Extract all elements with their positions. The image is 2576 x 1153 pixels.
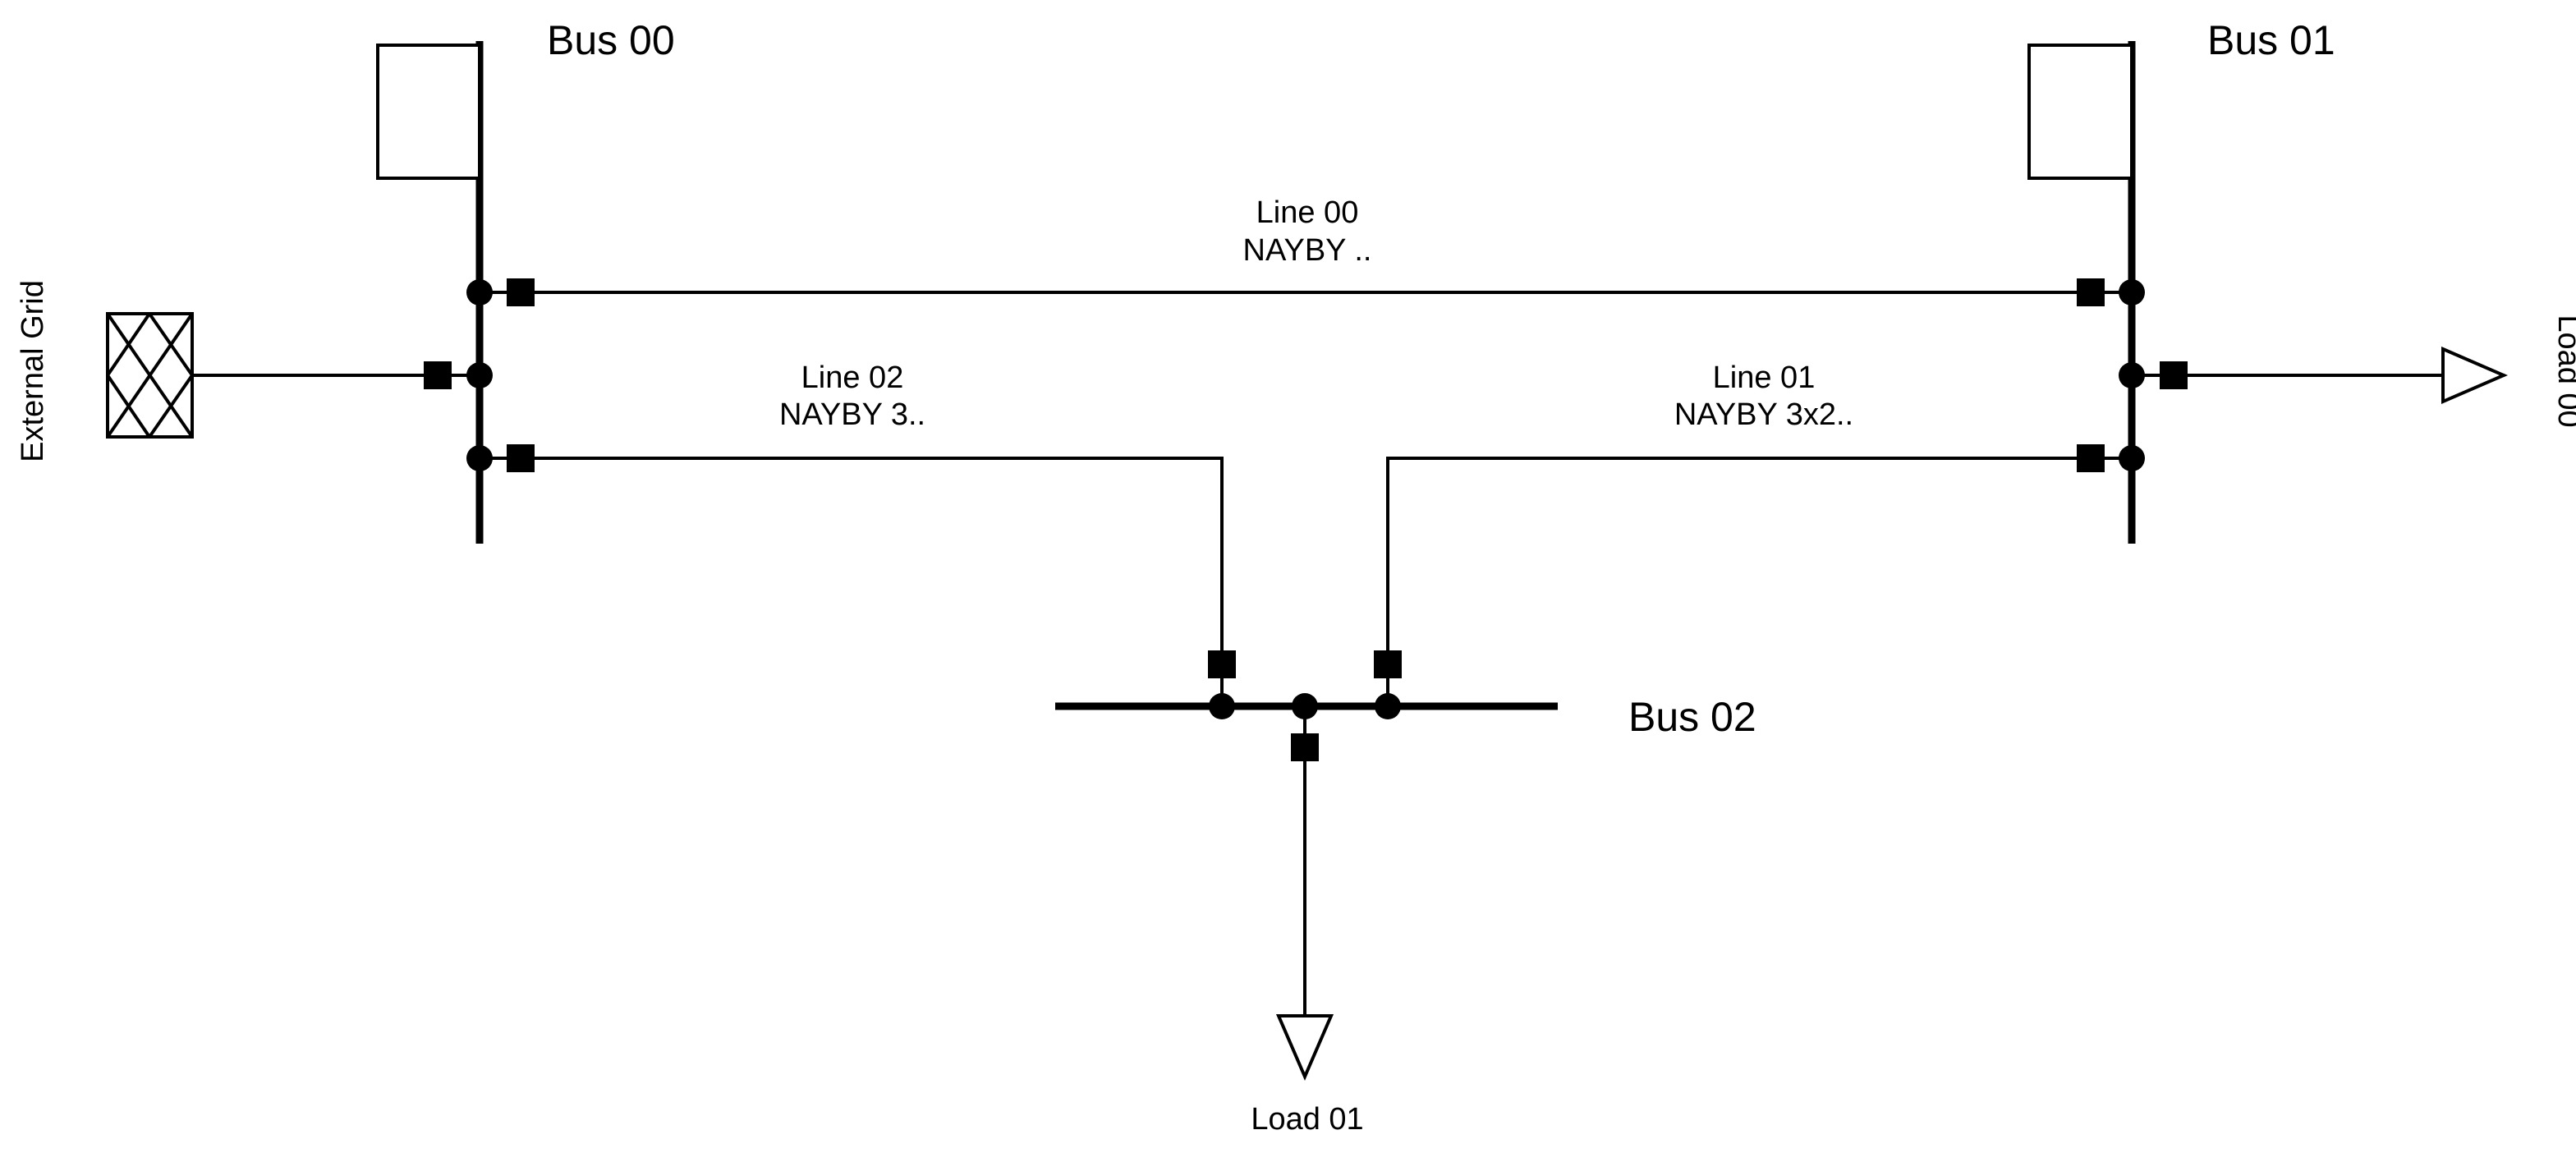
line-02-breaker-bus02[interactable]: [1208, 650, 1236, 678]
external-grid-icon: [106, 312, 194, 439]
external-grid-label: External Grid: [16, 280, 50, 462]
line-02-node-bus00: [466, 445, 493, 471]
line-00-breaker-bus00[interactable]: [507, 278, 535, 306]
line-02-name: Line 02: [801, 361, 904, 395]
line-02[interactable]: Line 02 NAYBY 3..: [466, 361, 1236, 719]
bus-01-marker-box: [2027, 44, 2133, 180]
line-02-type: NAYBY 3..: [779, 397, 925, 432]
external-grid-node: [466, 362, 493, 388]
external-grid[interactable]: External Grid: [16, 280, 493, 462]
line-01-node-bus01: [2119, 445, 2145, 471]
load-01-label: Load 01: [1251, 1102, 1363, 1137]
bus-02[interactable]: Bus 02: [1055, 694, 1756, 740]
line-00-node-bus01: [2119, 279, 2145, 305]
line-01-node-bus02: [1375, 693, 1401, 719]
load-01-icon: [1275, 1014, 1334, 1082]
load-00-breaker[interactable]: [2160, 361, 2188, 389]
load-00-label: Load 00: [2551, 315, 2576, 427]
load-00-node: [2119, 362, 2145, 388]
line-00-type: NAYBY ..: [1243, 233, 1372, 268]
bus-01[interactable]: Bus 01: [2027, 17, 2335, 544]
bus-00-marker-box: [376, 44, 481, 180]
line-00[interactable]: Line 00 NAYBY ..: [466, 195, 2145, 306]
load-00[interactable]: Load 00: [2119, 315, 2576, 428]
line-00-name: Line 00: [1256, 195, 1359, 230]
load-00-icon: [2441, 346, 2509, 405]
load-01-breaker[interactable]: [1291, 733, 1319, 761]
load-01-node: [1292, 693, 1318, 719]
line-01-type: NAYBY 3x2..: [1674, 397, 1853, 432]
line-00-node-bus00: [466, 279, 493, 305]
line-01[interactable]: Line 01 NAYBY 3x2..: [1374, 361, 2145, 719]
line-02-node-bus02: [1209, 693, 1235, 719]
bus-00-label: Bus 00: [547, 17, 675, 63]
external-grid-breaker[interactable]: [424, 361, 452, 389]
bus-02-label: Bus 02: [1628, 694, 1756, 740]
line-01-name: Line 01: [1713, 361, 1816, 395]
bus-01-label: Bus 01: [2207, 17, 2335, 63]
line-01-breaker-bus02[interactable]: [1374, 650, 1402, 678]
line-01-breaker-bus01[interactable]: [2077, 444, 2105, 472]
line-00-breaker-bus01[interactable]: [2077, 278, 2105, 306]
load-01[interactable]: Load 01: [1251, 693, 1364, 1137]
line-02-breaker-bus00[interactable]: [507, 444, 535, 472]
